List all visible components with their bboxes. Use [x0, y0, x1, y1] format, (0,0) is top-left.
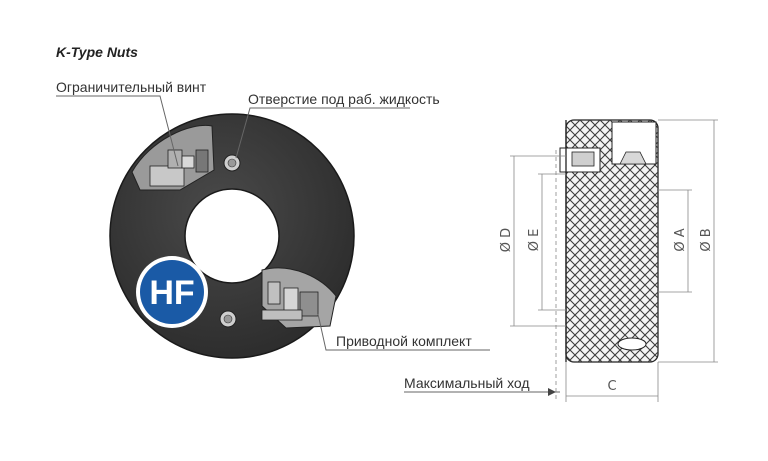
- dim-label-b: Ø B: [699, 228, 714, 251]
- fluid-hole-icon: [223, 154, 241, 172]
- dim-label-a: Ø A: [673, 228, 688, 251]
- dim-label-e: Ø E: [527, 229, 542, 252]
- label-fluid-hole: Отверстие под раб. жидкость: [248, 91, 440, 107]
- limit-screw-cutaway: [131, 124, 215, 191]
- label-drive-kit: Приводной комплект: [336, 333, 472, 349]
- label-limit-screw: Ограничительный винт: [56, 79, 207, 95]
- hf-logo: HF: [136, 256, 208, 328]
- dimension-lines: [510, 119, 718, 402]
- leader-lines: [56, 95, 560, 393]
- center-bore: [184, 188, 280, 284]
- drive-kit-cutaway: [261, 267, 337, 329]
- bottom-screw-icon: [219, 310, 237, 328]
- dim-label-c: C: [607, 379, 616, 394]
- dim-label-d: Ø D: [499, 228, 514, 252]
- label-max-stroke: Максимальный ход: [404, 375, 530, 391]
- nut-front-view: HF: [109, 113, 355, 359]
- diagram-title: K-Type Nuts: [56, 44, 138, 60]
- nut-side-view: [559, 119, 659, 363]
- svg-text:HF: HF: [149, 274, 194, 312]
